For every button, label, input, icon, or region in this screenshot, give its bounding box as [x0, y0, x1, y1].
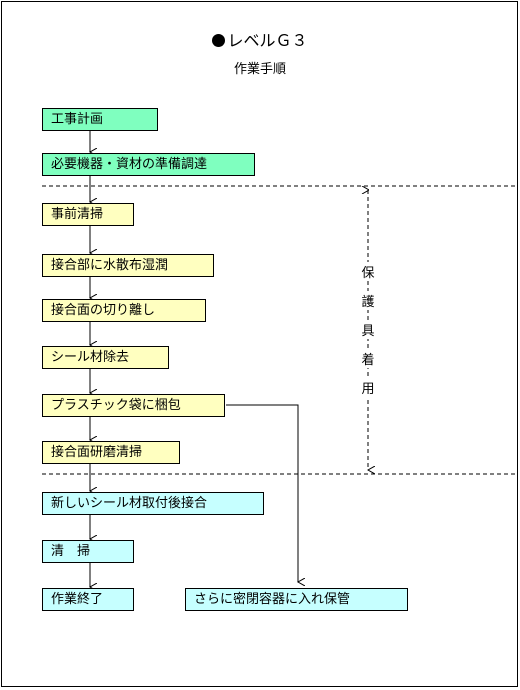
flow-step-box-11: 作業終了	[42, 588, 134, 611]
diagram-subtitle: 作業手順	[233, 62, 286, 77]
flow-step-box-9: 新しいシール材取付後接合	[42, 492, 264, 515]
ppe-label-char: 用	[357, 378, 379, 397]
flow-step-box-1: 工事計画	[42, 108, 158, 131]
ppe-label-char: 具	[357, 320, 379, 339]
flow-step-box-8: 接合面研磨清掃	[42, 441, 180, 464]
diagram-title: レベルＧ３	[0, 27, 520, 51]
flow-step-box-6: シール材除去	[42, 346, 169, 369]
flow-step-box-3: 事前清掃	[42, 203, 134, 226]
flow-step-box-2: 必要機器・資材の準備調達	[42, 153, 255, 176]
storage-step-box: さらに密閉容器に入れ保管	[185, 588, 408, 611]
ppe-label-char: 護	[357, 291, 379, 310]
bullet-icon	[212, 34, 226, 47]
flow-step-box-5: 接合面の切り離し	[42, 299, 206, 322]
ppe-label-char: 保	[357, 262, 379, 281]
flow-step-box-10: 清 掃	[42, 540, 134, 563]
flow-step-box-4: 接合部に水散布湿潤	[42, 254, 214, 277]
storage-connector	[226, 404, 298, 582]
ppe-label-char: 着	[357, 349, 379, 368]
flow-step-box-7: プラスチック袋に梱包	[42, 394, 225, 417]
title-text: レベルＧ３	[227, 31, 308, 50]
